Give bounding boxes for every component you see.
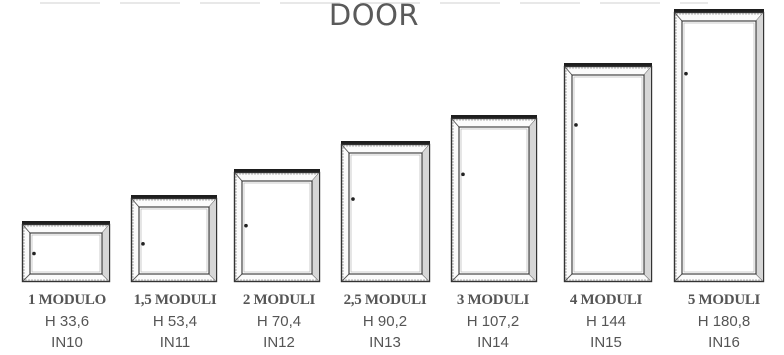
height-label: H 70,4 <box>256 313 302 330</box>
code-label: IN10 <box>51 334 83 351</box>
code-label: IN11 <box>159 334 191 351</box>
code-label: IN12 <box>263 334 295 351</box>
height-label: H 144 <box>585 313 627 330</box>
height-label: H 53,4 <box>152 313 198 330</box>
height-label: H 180,8 <box>697 313 751 330</box>
code-label: IN14 <box>477 334 509 351</box>
module-label: 3 MODULI <box>456 292 530 308</box>
module-label: 2 MODULI <box>242 292 316 308</box>
door-caption-in16: 5 MODULI H 180,8 IN16 <box>664 290 784 353</box>
knob-icon <box>244 223 248 228</box>
door-illustrations <box>21 9 765 283</box>
code-label: IN16 <box>708 334 740 351</box>
height-label: H 90,2 <box>362 313 408 330</box>
door-cabinet-in10 <box>21 221 111 283</box>
door-cabinet-in11 <box>130 195 218 283</box>
door-cabinet-in16 <box>673 9 765 283</box>
height-label: H 33,6 <box>44 313 90 330</box>
module-label: 1,5 MODULI <box>133 292 217 308</box>
knob-icon <box>32 251 36 256</box>
module-label: 4 MODULI <box>569 292 643 308</box>
code-label: IN13 <box>369 334 401 351</box>
knob-icon <box>461 172 465 177</box>
module-label: 5 MODULI <box>687 292 761 308</box>
page-title: DOOR <box>328 0 420 32</box>
door-cabinet-in15 <box>563 63 653 283</box>
knob-icon <box>351 197 355 201</box>
knob-icon <box>574 123 578 127</box>
module-label: 2,5 MODULI <box>343 292 427 308</box>
door-caption-in10: 1 MODULO H 33,6 IN10 <box>7 290 127 353</box>
module-label: 1 MODULO <box>27 292 106 308</box>
door-cabinet-in13 <box>340 141 431 283</box>
door-caption-in15: 4 MODULI H 144 IN15 <box>546 290 666 353</box>
knob-icon <box>684 71 688 76</box>
door-cabinet-in12 <box>233 169 321 283</box>
door-caption-in14: 3 MODULI H 107,2 IN14 <box>433 290 553 353</box>
door-caption-in12: 2 MODULI H 70,4 IN12 <box>219 290 339 353</box>
door-caption-in11: 1,5 MODULI H 53,4 IN11 <box>115 290 235 353</box>
knob-icon <box>141 242 145 246</box>
door-cabinet-in14 <box>450 115 538 283</box>
code-label: IN15 <box>590 334 622 351</box>
door-caption-in13: 2,5 MODULI H 90,2 IN13 <box>325 290 445 353</box>
top-decorative-line <box>40 2 708 4</box>
height-label: H 107,2 <box>466 313 520 330</box>
